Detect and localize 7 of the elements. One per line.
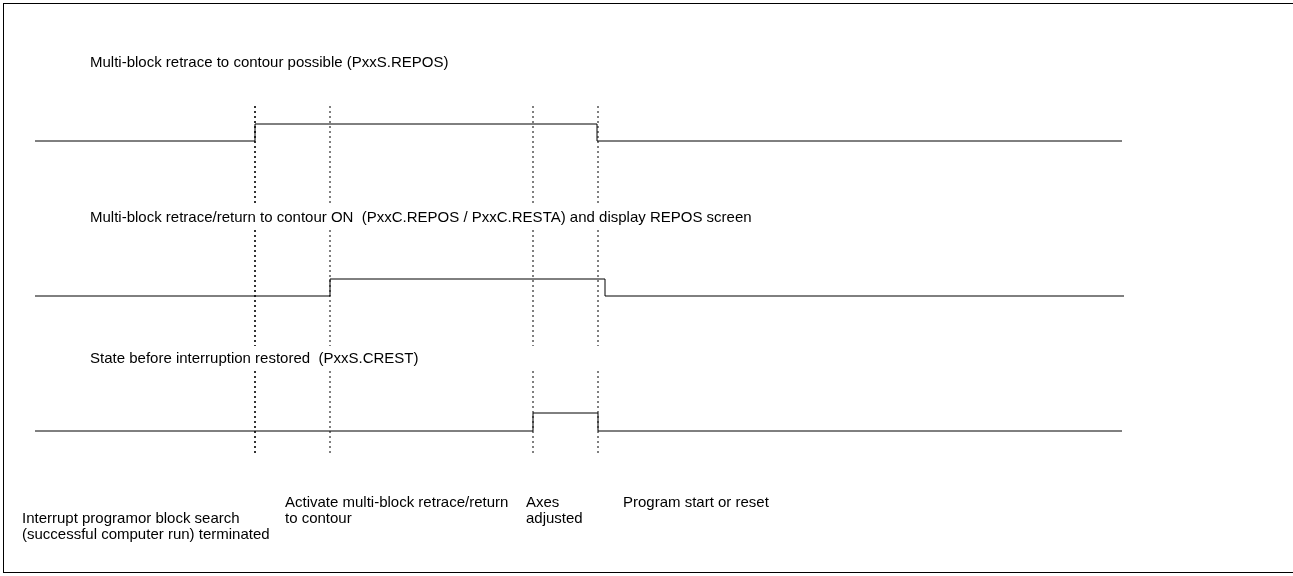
event-label: Activate multi-block retrace/return to contour [285,494,510,526]
event-label: Axes adjusted [526,494,584,526]
event-label: Interrupt programor block search (successful computer run) terminated [22,510,271,542]
signal-name: State before interruption restored (PxxS.CREST) [90,350,420,366]
signal-name: Multi-block retrace to contour possible (PxxS.REPOS) [90,54,450,70]
event-label: Program start or reset [623,494,770,510]
signal-name: Multi-block retrace/return to contour ON (PxxC.REPOS / PxxC.RESTA) and display REPOS screen [90,209,753,225]
